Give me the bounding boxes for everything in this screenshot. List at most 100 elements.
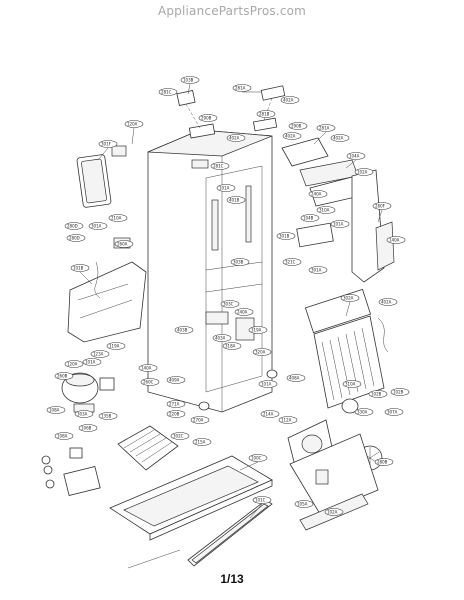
callout: 403B xyxy=(174,326,194,334)
svg-text:310A: 310A xyxy=(319,208,330,213)
callout: 270A xyxy=(190,416,210,424)
watermark: AppliancePartsPros.com xyxy=(157,4,307,18)
callout: 101A xyxy=(216,184,236,192)
callout: 402A xyxy=(282,132,302,140)
callout: 310A xyxy=(342,380,362,388)
svg-text:402A: 402A xyxy=(333,136,344,141)
svg-text:260C: 260C xyxy=(143,380,154,385)
svg-text:214A: 214A xyxy=(263,412,274,417)
svg-text:307A: 307A xyxy=(387,410,398,415)
svg-text:290B: 290B xyxy=(201,116,212,121)
left-side-parts xyxy=(67,145,147,343)
svg-text:310A: 310A xyxy=(345,382,356,387)
svg-text:260B: 260B xyxy=(57,374,68,379)
svg-text:303C: 303C xyxy=(223,302,234,307)
callout: 302A xyxy=(340,294,360,302)
svg-text:281B: 281B xyxy=(259,112,270,117)
svg-text:281C: 281C xyxy=(161,90,172,95)
callout: 301F xyxy=(98,140,118,148)
svg-text:402A: 402A xyxy=(381,300,392,305)
svg-text:104A: 104A xyxy=(349,154,360,159)
callout: 101A xyxy=(330,220,350,228)
callout: 401B xyxy=(226,196,246,204)
svg-text:402A: 402A xyxy=(285,134,296,139)
callout: 240A xyxy=(234,308,254,316)
callout: 280F xyxy=(372,202,392,210)
svg-text:135B: 135B xyxy=(101,414,112,419)
svg-text:321C: 321C xyxy=(285,260,296,265)
callout: 403A xyxy=(212,334,232,342)
callout: 140A xyxy=(386,236,406,244)
callout: 320A xyxy=(252,348,272,356)
callout: 220B xyxy=(166,410,186,418)
svg-text:302A: 302A xyxy=(343,296,354,301)
svg-text:281A: 281A xyxy=(235,86,246,91)
svg-text:408A: 408A xyxy=(289,376,300,381)
svg-text:140A: 140A xyxy=(389,238,400,243)
callout: 215A xyxy=(192,438,212,446)
callout: 303C xyxy=(220,300,240,308)
svg-text:240A: 240A xyxy=(311,192,322,197)
svg-text:281A: 281A xyxy=(319,126,330,131)
callout: 260B xyxy=(54,372,74,380)
svg-text:320A: 320A xyxy=(255,350,266,355)
page-number: 1/13 xyxy=(220,572,244,586)
svg-text:120A: 120A xyxy=(67,362,78,367)
callout: 310A xyxy=(316,206,336,214)
callout: 280B xyxy=(374,458,394,466)
svg-text:215A: 215A xyxy=(195,440,206,445)
callout: 281A xyxy=(232,84,252,92)
callout: 260C xyxy=(140,378,160,386)
svg-text:105A: 105A xyxy=(297,502,308,507)
callout: 105A xyxy=(294,500,314,508)
svg-text:290B: 290B xyxy=(291,124,302,129)
svg-text:402A: 402A xyxy=(283,98,294,103)
callout: 119A xyxy=(106,342,126,350)
svg-text:103B: 103B xyxy=(183,78,194,83)
svg-text:271A: 271A xyxy=(169,402,180,407)
callout: 102A xyxy=(324,508,344,516)
callout: 102B xyxy=(390,388,410,396)
callout: 100C xyxy=(248,454,268,462)
svg-text:123A: 123A xyxy=(93,352,104,357)
svg-text:102B: 102B xyxy=(393,390,404,395)
cabinet xyxy=(147,129,278,413)
svg-text:318A: 318A xyxy=(225,344,236,349)
callout: 102A xyxy=(354,168,374,176)
svg-text:281C: 281C xyxy=(213,164,224,169)
svg-text:301A: 301A xyxy=(311,268,322,273)
svg-text:401B: 401B xyxy=(229,198,240,203)
svg-text:270A: 270A xyxy=(193,418,204,423)
callout: 102B xyxy=(368,390,388,398)
svg-text:102B: 102B xyxy=(371,392,382,397)
callout: 301A xyxy=(308,266,328,274)
svg-text:220B: 220B xyxy=(169,412,180,417)
svg-text:303A: 303A xyxy=(77,412,88,417)
svg-text:303B: 303B xyxy=(233,260,244,265)
callout: 101A xyxy=(258,380,278,388)
svg-text:106B: 106B xyxy=(81,426,92,431)
svg-text:120A: 120A xyxy=(127,122,138,127)
svg-text:403A: 403A xyxy=(215,336,226,341)
callout: 290B xyxy=(198,114,218,122)
leader-lines xyxy=(79,83,383,519)
svg-text:101A: 101A xyxy=(219,186,230,191)
callout: 301B xyxy=(276,232,296,240)
callout: 281C xyxy=(210,162,230,170)
svg-text:101A: 101A xyxy=(333,222,344,227)
fan-assembly xyxy=(287,398,383,531)
callout: 290B xyxy=(288,122,308,130)
callout: 104A xyxy=(346,152,366,160)
callout: 408A xyxy=(286,374,306,382)
svg-text:302C: 302C xyxy=(173,434,184,439)
callout: 318A xyxy=(222,342,242,350)
svg-text:280B: 280B xyxy=(377,460,388,465)
callout: 301A xyxy=(88,222,108,230)
callout: 101A xyxy=(82,358,102,366)
svg-text:301A: 301A xyxy=(91,224,102,229)
svg-text:101A: 101A xyxy=(261,382,272,387)
svg-text:112A: 112A xyxy=(281,418,292,423)
callout: 302C xyxy=(170,432,190,440)
base-pan xyxy=(109,455,273,541)
top-hinges xyxy=(176,85,286,169)
